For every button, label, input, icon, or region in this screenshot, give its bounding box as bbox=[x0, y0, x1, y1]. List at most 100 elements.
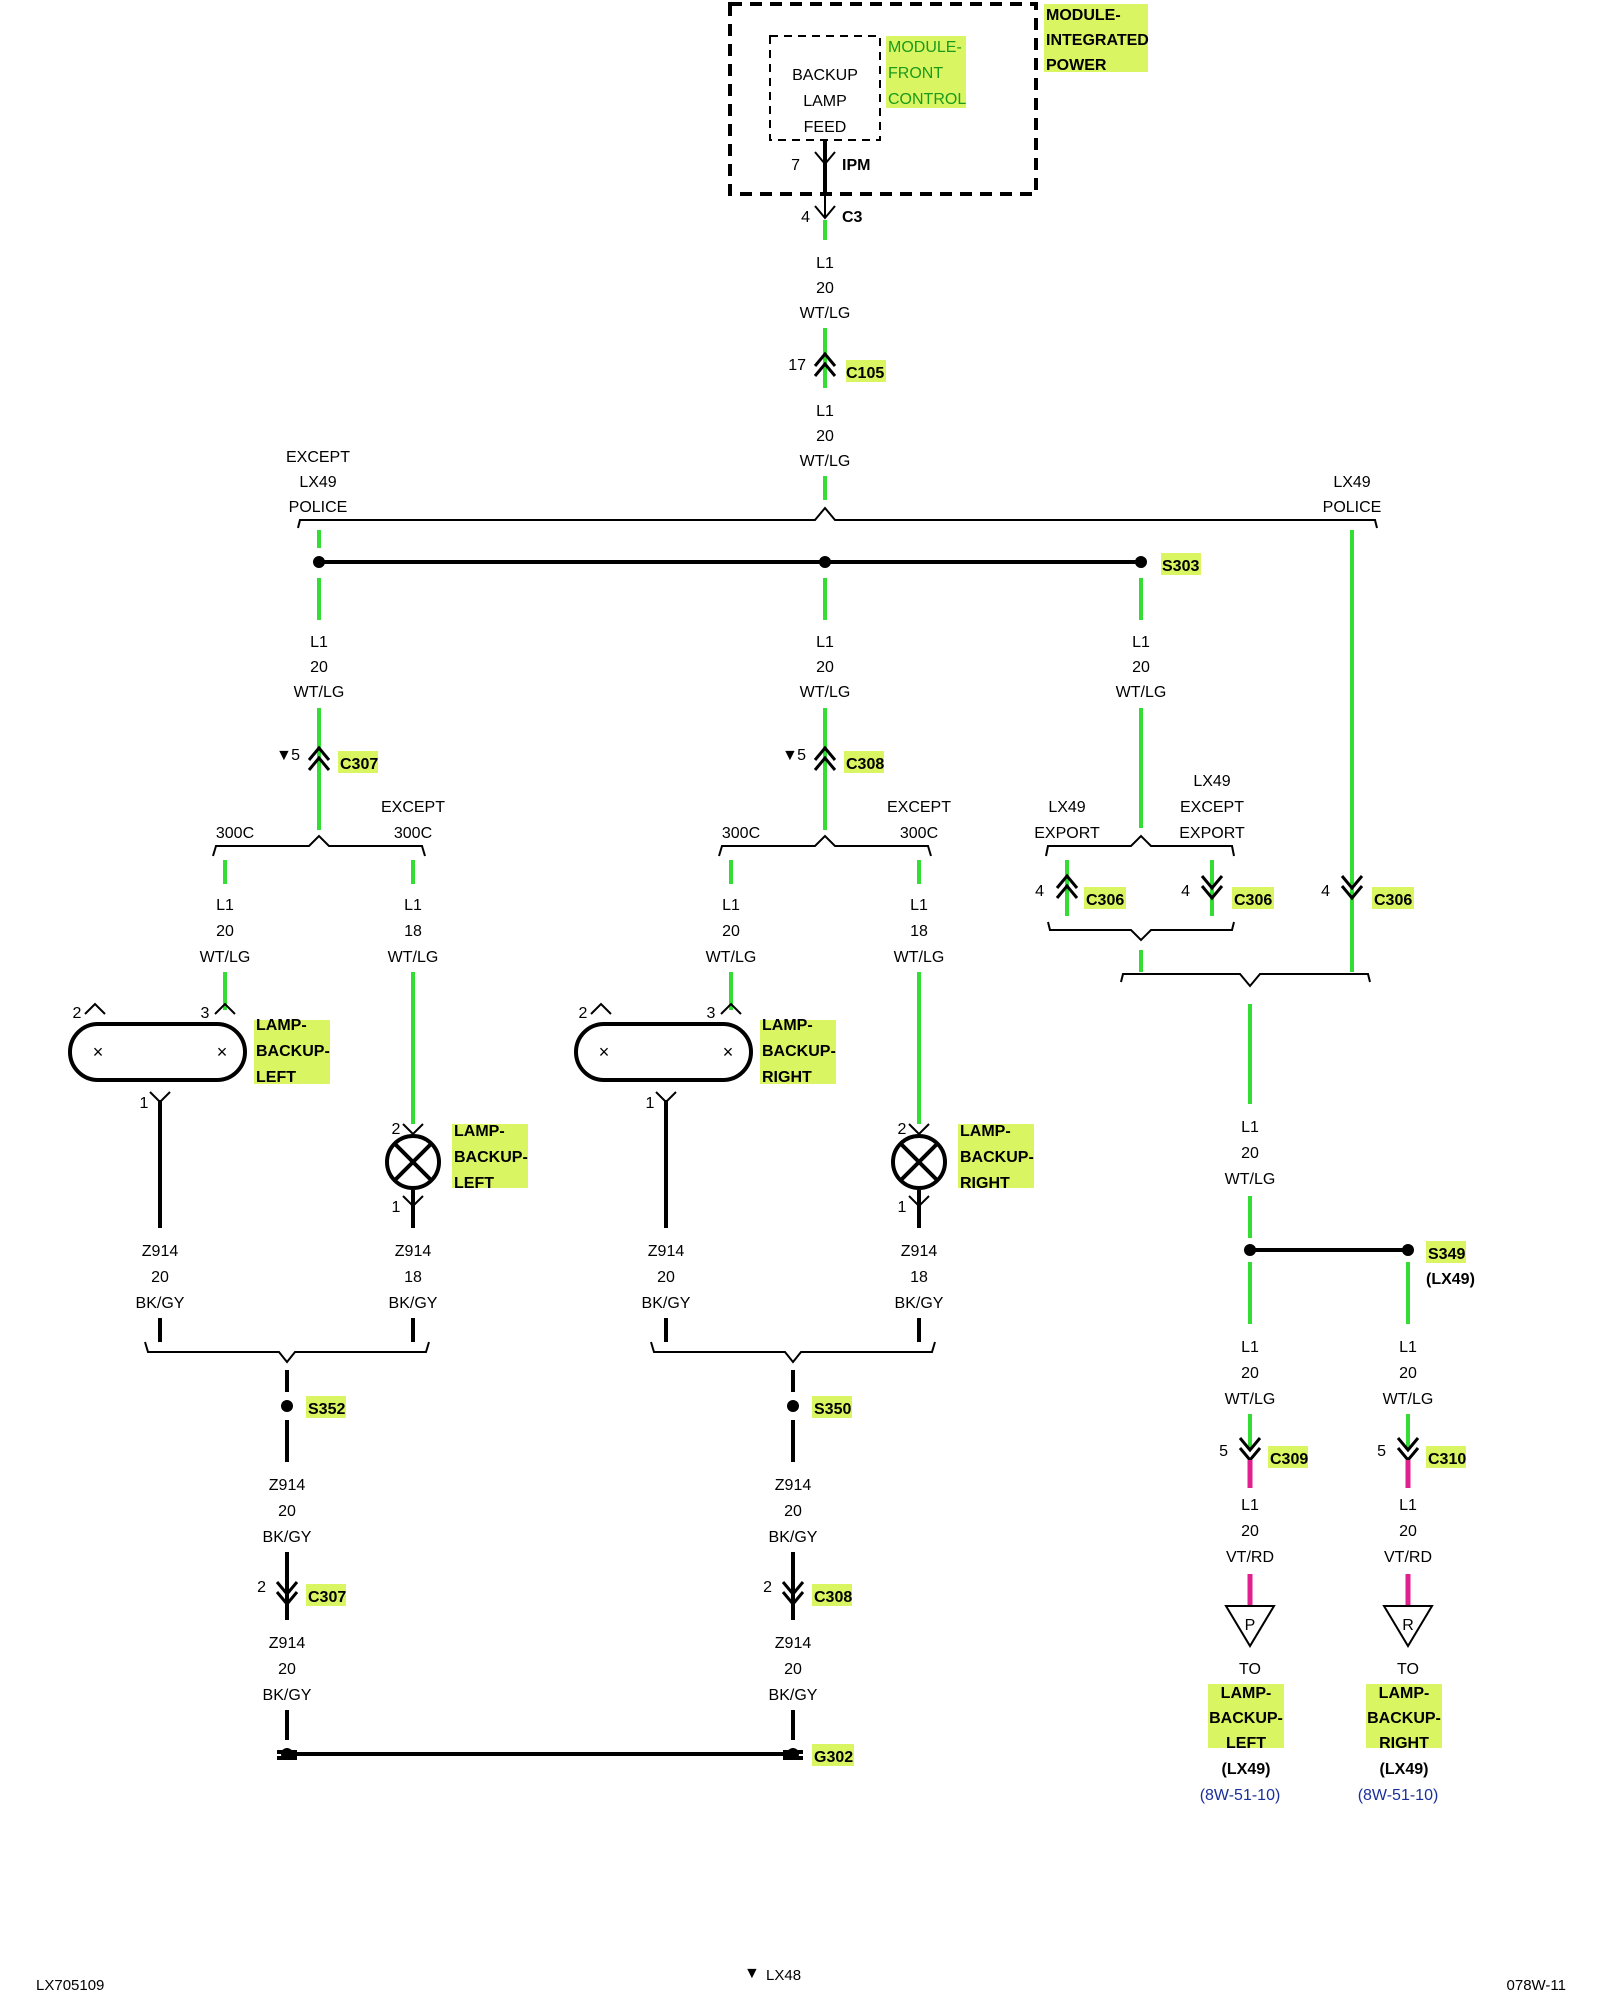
right-wire-color: WT/LG bbox=[1116, 684, 1167, 701]
c307-ground-label: C307 bbox=[308, 1589, 346, 1606]
mid-b-color: WT/LG bbox=[894, 949, 945, 966]
mid-a-color: WT/LG bbox=[706, 949, 757, 966]
left-lamp-a-label-1: LAMP- bbox=[256, 1017, 307, 1034]
left-lamp-a-pin-1: 1 bbox=[140, 1095, 149, 1112]
c308-label: C308 bbox=[846, 756, 884, 773]
module-name-line-3: POWER bbox=[1046, 57, 1107, 74]
s303-splice bbox=[1135, 556, 1147, 568]
c309-label: C309 bbox=[1270, 1451, 1308, 1468]
mid-a-gauge: 20 bbox=[722, 923, 740, 940]
left-lamp-a-label-2: BACKUP- bbox=[256, 1043, 330, 1060]
left-a-color: WT/LG bbox=[200, 949, 251, 966]
pin-cap-icon bbox=[590, 1002, 612, 1015]
mid-gnd-wire2-color: BK/GY bbox=[769, 1687, 818, 1704]
right-right2-color: VT/RD bbox=[1384, 1549, 1432, 1566]
feed-line-3: FEED bbox=[804, 119, 847, 136]
pin-cap-icon bbox=[402, 1123, 424, 1136]
trunk-wire1-color: WT/LG bbox=[800, 305, 851, 322]
mid-gnd-wire2-circuit: Z914 bbox=[775, 1635, 812, 1652]
c308-connector-icon bbox=[813, 745, 837, 771]
left-gnd-b-gauge: 18 bbox=[404, 1269, 422, 1286]
left-b-gauge: 18 bbox=[404, 923, 422, 940]
right-wire-circuit: L1 bbox=[1132, 634, 1150, 651]
mid-lamp-b-label-1: LAMP- bbox=[960, 1123, 1011, 1140]
x-terminal-icon: × bbox=[723, 1042, 734, 1062]
right-opt-b-3: EXPORT bbox=[1179, 825, 1245, 842]
lx48-marker-icon: ▼ bbox=[276, 747, 292, 764]
c307-connector-icon bbox=[307, 745, 331, 771]
right-left-color: WT/LG bbox=[1225, 1391, 1276, 1408]
s350-splice bbox=[787, 1400, 799, 1412]
left-wire-color: WT/LG bbox=[294, 684, 345, 701]
mid-a-circuit: L1 bbox=[722, 897, 740, 914]
reference-triangle-icon bbox=[1382, 1605, 1434, 1648]
left-lamp-a-pin-3: 3 bbox=[201, 1005, 210, 1022]
pin-cap-icon bbox=[84, 1002, 106, 1015]
mid-lamp-b-label-2: BACKUP- bbox=[960, 1149, 1034, 1166]
mid-lamp-a-label-1: LAMP- bbox=[762, 1017, 813, 1034]
right-page-link[interactable]: (8W-51-10) bbox=[1358, 1787, 1439, 1804]
left-b-color: WT/LG bbox=[388, 949, 439, 966]
c306-c-label: C306 bbox=[1374, 892, 1412, 909]
mid-lamp-b-label-3: RIGHT bbox=[960, 1175, 1010, 1192]
pin-cap-icon bbox=[908, 1123, 930, 1136]
mid-lamp-a-pin-1: 1 bbox=[646, 1095, 655, 1112]
left-ref-letter: P bbox=[1245, 1617, 1256, 1634]
mid-lamp-b-pin-1: 1 bbox=[898, 1199, 907, 1216]
c306-b-label: C306 bbox=[1234, 892, 1272, 909]
reference-triangle-icon bbox=[1224, 1605, 1276, 1648]
left-lamp-a-pin-2: 2 bbox=[73, 1005, 82, 1022]
mid-lamp-a-label-3: RIGHT bbox=[762, 1069, 812, 1086]
c308-pin: 5 bbox=[797, 747, 806, 764]
right-left2-color: VT/RD bbox=[1226, 1549, 1274, 1566]
left-gnd-a-color: BK/GY bbox=[136, 1295, 185, 1312]
mid-gnd-b-color: BK/GY bbox=[895, 1295, 944, 1312]
left-a-gauge: 20 bbox=[216, 923, 234, 940]
s349-splice bbox=[1402, 1244, 1414, 1256]
bulb-cross-icon bbox=[393, 1142, 433, 1182]
left-gnd-b-circuit: Z914 bbox=[395, 1243, 432, 1260]
left-lamp-b-label-1: LAMP- bbox=[454, 1123, 505, 1140]
right-ref-letter: R bbox=[1402, 1617, 1414, 1634]
s349-note: (LX49) bbox=[1426, 1271, 1475, 1288]
s303-label: S303 bbox=[1162, 558, 1199, 575]
mid-wire-circuit: L1 bbox=[816, 634, 834, 651]
mid-opt-b-2: 300C bbox=[900, 825, 938, 842]
left-gnd-a-circuit: Z914 bbox=[142, 1243, 179, 1260]
mid-lamp-a-pin-3: 3 bbox=[707, 1005, 716, 1022]
right-out-color: WT/LG bbox=[1225, 1171, 1276, 1188]
right-to: TO bbox=[1397, 1661, 1419, 1678]
footer-right-code: 078W-11 bbox=[1507, 1977, 1566, 1994]
c310-label: C310 bbox=[1428, 1451, 1466, 1468]
right-wire-gauge: 20 bbox=[1132, 659, 1150, 676]
mid-opt-b-1: EXCEPT bbox=[887, 799, 951, 816]
left-gnd-wire1-circuit: Z914 bbox=[269, 1477, 306, 1494]
c306-a-connector-icon bbox=[1055, 873, 1079, 899]
left-page-link[interactable]: (8W-51-10) bbox=[1200, 1787, 1281, 1804]
right-right-circuit: L1 bbox=[1399, 1339, 1417, 1356]
mid-b-gauge: 18 bbox=[910, 923, 928, 940]
ipm-label: IPM bbox=[842, 157, 870, 174]
left-opt-a: 300C bbox=[216, 825, 254, 842]
ipm-pin: 7 bbox=[791, 157, 800, 174]
left-opt-b-1: EXCEPT bbox=[381, 799, 445, 816]
left-gnd-wire2-gauge: 20 bbox=[278, 1661, 296, 1678]
feed-line-2: LAMP bbox=[803, 93, 847, 110]
left-gnd-wire1-gauge: 20 bbox=[278, 1503, 296, 1520]
mid-gnd-wire1-circuit: Z914 bbox=[775, 1477, 812, 1494]
left-b-circuit: L1 bbox=[404, 897, 422, 914]
c307-pin: 5 bbox=[291, 747, 300, 764]
c306-b-connector-icon bbox=[1200, 875, 1224, 901]
pin-cap-icon bbox=[720, 1002, 742, 1015]
c306-a-label: C306 bbox=[1086, 892, 1124, 909]
left-to: TO bbox=[1239, 1661, 1261, 1678]
c310-pin: 5 bbox=[1377, 1443, 1386, 1460]
module-integrated-power-box bbox=[728, 2, 1038, 196]
left-gnd-wire2-circuit: Z914 bbox=[269, 1635, 306, 1652]
left-dest-1: LAMP- bbox=[1221, 1685, 1272, 1702]
mid-lamp-b-pin-2: 2 bbox=[898, 1121, 907, 1138]
c306-a-pin: 4 bbox=[1035, 883, 1044, 900]
right-opt-b-2: EXCEPT bbox=[1180, 799, 1244, 816]
option-right-1: LX49 bbox=[1333, 474, 1370, 491]
